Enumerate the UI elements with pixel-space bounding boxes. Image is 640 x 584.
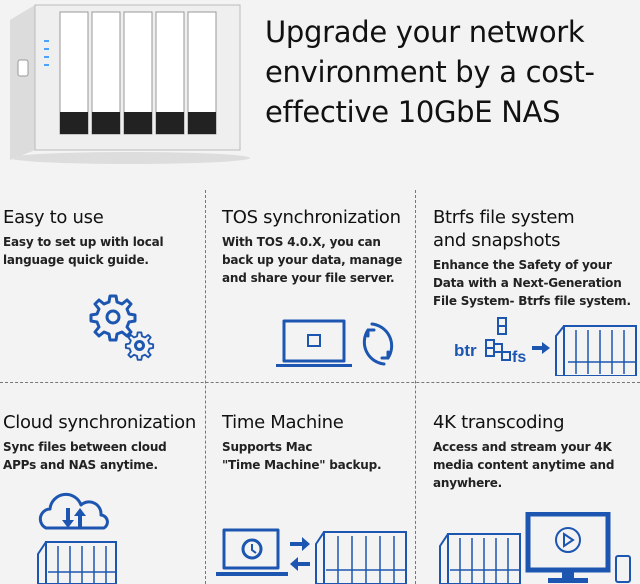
feature-description: Supports Mac"Time Machine" backup. (222, 440, 382, 472)
feature-title: Time Machine (222, 412, 344, 433)
feature-tos-sync: TOS synchronization With TOS 4.0.X, you … (222, 206, 414, 287)
cloud-nas-icon (37, 492, 117, 584)
svg-text:fs: fs (512, 349, 526, 366)
feature-title: Easy to use (3, 207, 104, 228)
time-machine-icon (216, 528, 407, 584)
headline: Upgrade your network environment by a co… (265, 12, 635, 132)
divider (0, 382, 640, 383)
btrfs-nas-icon: btr fs (454, 317, 637, 376)
feature-title: TOS synchronization (222, 207, 401, 228)
transcoding-icon (439, 512, 631, 584)
feature-4k-transcoding: 4K transcoding Access and stream your 4K… (433, 411, 638, 492)
svg-text:btr: btr (454, 341, 477, 360)
divider (205, 190, 206, 584)
divider (415, 190, 416, 584)
feature-title: 4K transcoding (433, 412, 565, 433)
feature-cloud-sync: Cloud synchronization Sync files between… (3, 411, 203, 474)
nas-product-image (10, 4, 250, 164)
headline-line: Upgrade your network (265, 15, 585, 49)
headline-line: environment by a cost- (265, 55, 595, 89)
laptop-sync-icon (276, 319, 394, 367)
feature-time-machine: Time Machine Supports Mac"Time Machine" … (222, 411, 414, 474)
headline-line: effective 10GbE NAS (265, 95, 561, 129)
gears-icon (89, 294, 155, 361)
feature-title: Cloud synchronization (3, 412, 196, 433)
